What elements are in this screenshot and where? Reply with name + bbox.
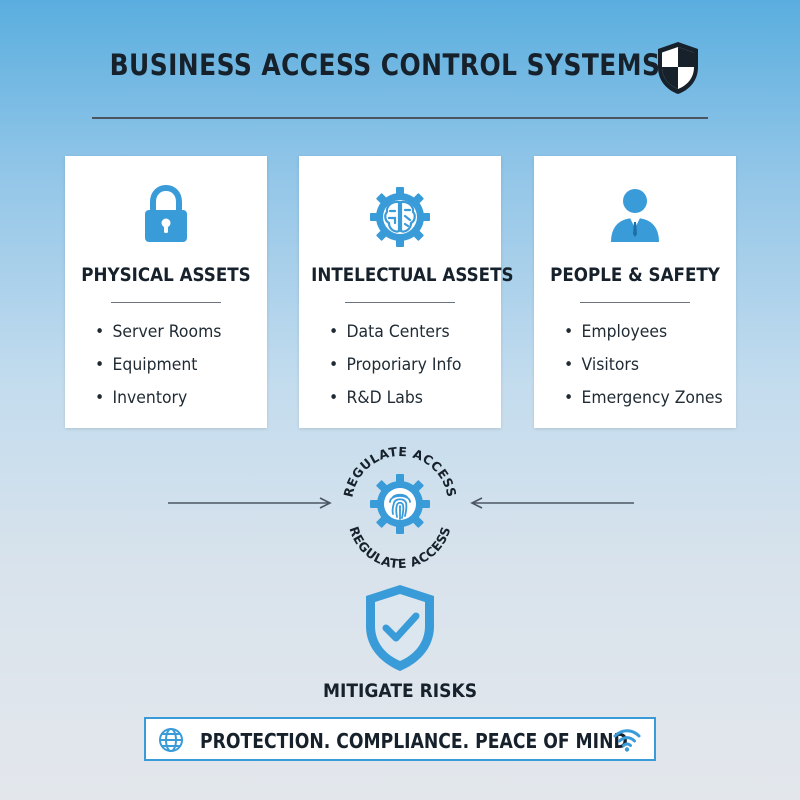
list-item: Data Centers [329, 316, 461, 349]
card-divider [580, 302, 690, 303]
mitigate-risks-label: MITIGATE RISKS [322, 680, 478, 702]
list-item: Inventory [95, 382, 221, 415]
card-list: Employees Visitors Emergency Zones [564, 316, 736, 415]
card-heading: PEOPLE & SAFETY [550, 264, 720, 286]
card-intellectual-assets: INTELECTUAL ASSETS Data Centers Proporia… [299, 156, 514, 428]
globe-icon [159, 728, 183, 752]
wifi-icon [613, 729, 641, 752]
card-divider [345, 302, 455, 303]
tagline-text: PROTECTION. COMPLIANCE. PEACE OF MIND [200, 729, 628, 753]
card-list: Server Rooms Equipment Inventory [95, 316, 232, 415]
title-divider [92, 117, 708, 119]
list-item: Proporiary Info [329, 349, 462, 382]
card-list: Data Centers Proporiary Info R&D Labs [329, 316, 473, 415]
list-item: Visitors [564, 349, 723, 382]
shield-icon [658, 42, 698, 94]
brain-gear-icon [370, 187, 430, 247]
card-heading: INTELECTUAL ASSETS [311, 264, 514, 286]
list-item: R&D Labs [329, 382, 461, 415]
list-item: Equipment [95, 349, 221, 382]
shield-check-icon [366, 585, 434, 671]
page-title: BUSINESS ACCESS CONTROL SYSTEMS [109, 48, 661, 82]
card-physical-assets: PHYSICAL ASSETS Server Rooms Equipment I… [65, 156, 267, 428]
arrow-right-icon [168, 497, 332, 509]
regulate-access-ring: REGULATE ACCESS REGULATE ACCESS [340, 444, 459, 571]
card-heading: PHYSICAL ASSETS [81, 264, 251, 286]
card-people-safety: PEOPLE & SAFETY Employees Visitors Emerg… [534, 156, 736, 428]
arrow-left-icon [470, 497, 634, 509]
fingerprint-gear-icon [370, 474, 430, 534]
list-item: Employees [564, 316, 723, 349]
padlock-icon [145, 184, 187, 242]
list-item: Emergency Zones [564, 382, 723, 415]
list-item: Server Rooms [95, 316, 222, 349]
card-divider [111, 302, 221, 303]
tagline-banner: PROTECTION. COMPLIANCE. PEACE OF MIND [144, 717, 656, 761]
person-icon [611, 189, 659, 242]
